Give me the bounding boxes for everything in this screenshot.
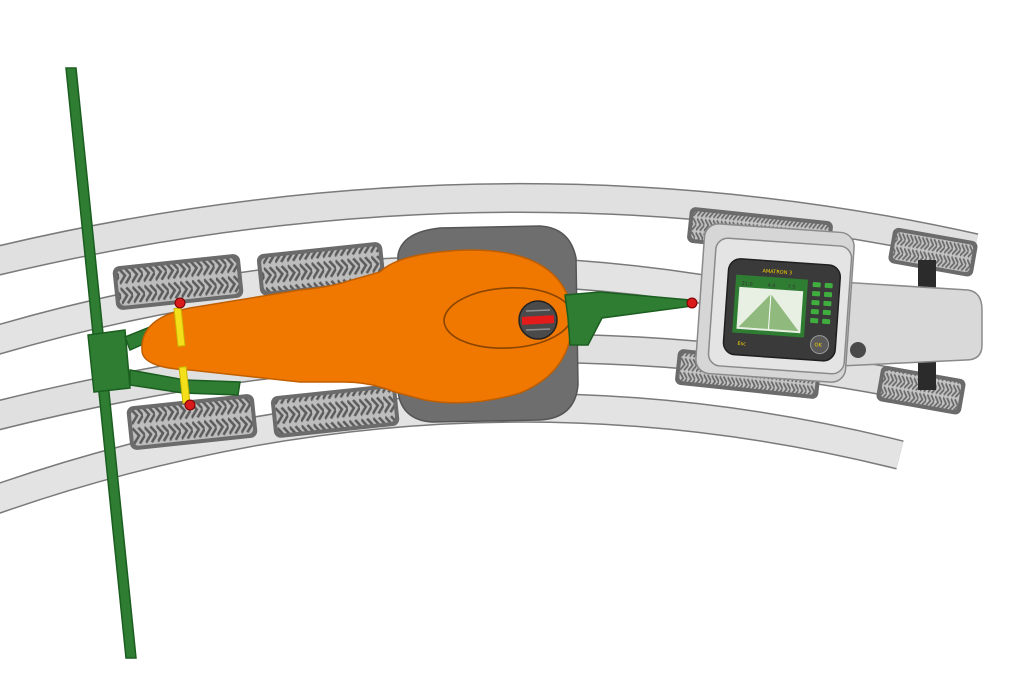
sprayer-wheel-front-left xyxy=(112,254,244,310)
track-outer-top xyxy=(0,184,978,275)
terminal-value-1: 21.0 xyxy=(741,281,753,288)
terminal-key-esc: Esc xyxy=(737,341,746,348)
tractor-front-wheel-right xyxy=(876,365,966,415)
terminal-value-2: 4.0 xyxy=(767,283,775,290)
terminal-dial xyxy=(810,335,830,355)
tractor-mirror xyxy=(850,342,866,358)
tractor-front-wheel-left xyxy=(888,227,978,277)
sprayer-wheel-front-right xyxy=(126,394,258,450)
terminal-value-3: 7.5 xyxy=(787,284,795,291)
terminal-keys xyxy=(810,282,833,325)
axle-pivot-icon xyxy=(174,297,196,411)
tractor-hood xyxy=(839,281,983,367)
terminal-brand: AMATRON 3 xyxy=(762,268,792,276)
drawbar xyxy=(564,291,693,346)
hitch-pivot-icon xyxy=(686,297,698,309)
sprayer-wheel-rear-right xyxy=(270,384,400,438)
terminal-key-ok: OK xyxy=(814,342,822,349)
tank-icon xyxy=(141,225,579,423)
steering-cylinder-icon xyxy=(173,307,191,404)
control-terminal-icon: 21.0 4.0 7.5 AMATRON 3 Esc OK xyxy=(722,258,842,362)
